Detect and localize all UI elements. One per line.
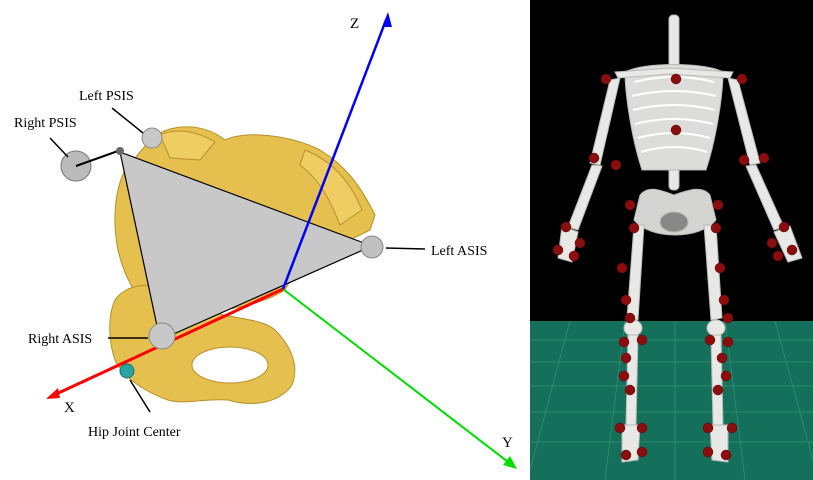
marker-dot — [705, 335, 715, 345]
marker-dot — [737, 74, 747, 84]
y-axis-arrowhead — [503, 456, 517, 469]
marker-dot — [723, 337, 733, 347]
marker-dot — [721, 450, 731, 460]
marker-dot — [671, 74, 681, 84]
left-asis-label: Left ASIS — [431, 244, 487, 259]
marker-dot — [611, 160, 621, 170]
marker-dot — [727, 423, 737, 433]
x-axis-label: X — [64, 400, 75, 416]
marker-dot — [703, 423, 713, 433]
marker-dot — [779, 222, 789, 232]
right-asis-label: Right ASIS — [28, 332, 92, 347]
marker-dot — [719, 295, 729, 305]
marker-dot — [621, 295, 631, 305]
marker-dot — [617, 263, 627, 273]
y-axis-label: Y — [502, 435, 513, 451]
marker-dot — [619, 371, 629, 381]
skeleton-marker-model — [530, 0, 813, 480]
hip-joint-center-marker — [120, 364, 134, 378]
marker-dot — [625, 385, 635, 395]
marker-dot — [723, 313, 733, 323]
marker-dot — [561, 222, 571, 232]
green-floor — [530, 321, 813, 480]
marker-dot — [615, 423, 625, 433]
left-psis-marker — [142, 128, 162, 148]
marker-dot — [621, 450, 631, 460]
y-axis — [283, 289, 512, 465]
marker-dot — [621, 353, 631, 363]
marker-dot — [637, 335, 647, 345]
right-asis-marker — [149, 323, 175, 349]
marker-dot — [739, 155, 749, 165]
marker-dot — [717, 353, 727, 363]
left-psis-label: Left PSIS — [79, 89, 134, 104]
marker-dot — [787, 245, 797, 255]
z-axis-arrowhead — [382, 12, 392, 27]
marker-dot — [619, 337, 629, 347]
hip-joint-center-label: Hip Joint Center — [88, 425, 181, 440]
marker-dot — [711, 223, 721, 233]
marker-dot — [575, 238, 585, 248]
marker-dot — [569, 251, 579, 261]
marker-dot — [637, 423, 647, 433]
marker-dot — [767, 238, 777, 248]
marker-dot — [625, 200, 635, 210]
marker-dot — [629, 223, 639, 233]
marker-dot — [671, 125, 681, 135]
z-axis-label: Z — [350, 16, 359, 32]
marker-dot — [703, 447, 713, 457]
marker-dot — [773, 251, 783, 261]
marker-dot — [721, 371, 731, 381]
marker-dot — [715, 263, 725, 273]
marker-dot — [713, 385, 723, 395]
x-axis-arrowhead — [46, 388, 60, 399]
right-psis-label: Right PSIS — [14, 116, 77, 131]
marker-dot — [713, 200, 723, 210]
left-asis-marker — [361, 236, 383, 258]
marker-dot — [759, 153, 769, 163]
marker-dot — [625, 313, 635, 323]
pelvis-coordinate-diagram: Right PSIS Left PSIS Left ASIS Right ASI… — [0, 0, 522, 480]
marker-dot — [553, 245, 563, 255]
marker-dot — [637, 447, 647, 457]
marker-dot — [601, 74, 611, 84]
marker-dot — [589, 153, 599, 163]
